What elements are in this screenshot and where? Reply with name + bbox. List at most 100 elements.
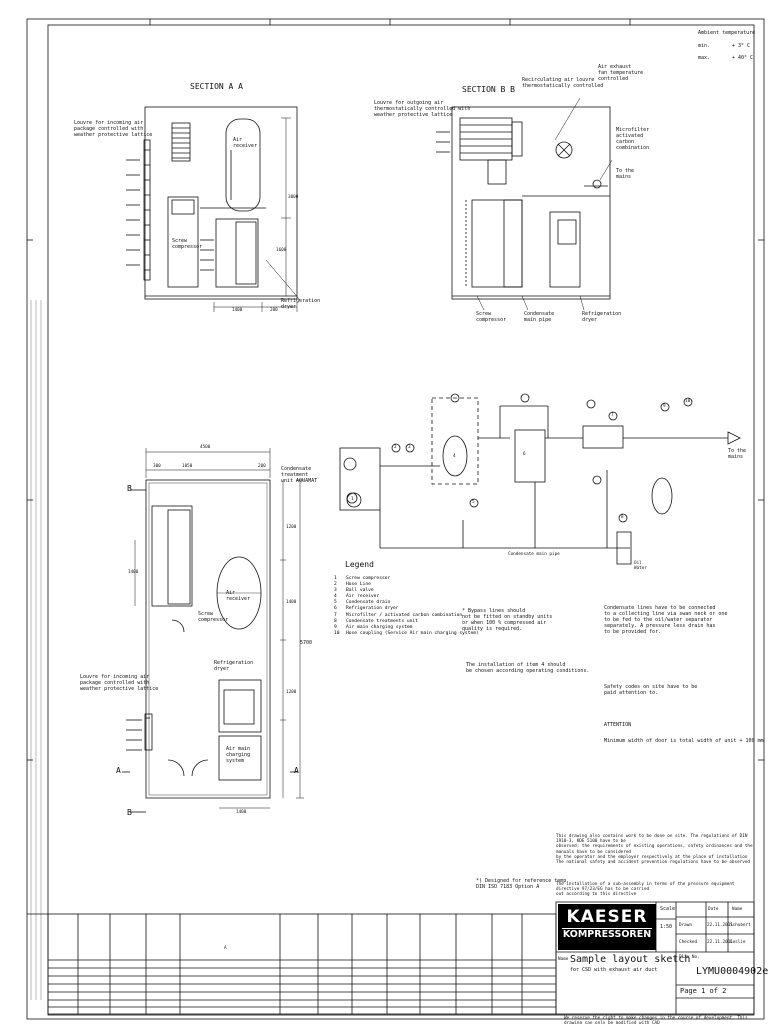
section-bb-microfilter-label: Microfilter activated carbon combination xyxy=(616,127,650,151)
legend-item: 10 Hose coupling (Service Air main chargi… xyxy=(334,630,479,637)
schematic-drawing xyxy=(339,393,741,565)
section-aa-louvre-label: Louvre for incoming air package controll… xyxy=(74,120,153,138)
drawn-date: 22.11.2011 xyxy=(707,923,733,928)
plan-receiver-label: Air receiver xyxy=(226,590,251,602)
section-bb-title: SECTION B B xyxy=(462,85,515,94)
note-attention: Minimum width of door is total width of … xyxy=(604,738,764,744)
section-aa-title: SECTION A A xyxy=(190,82,243,91)
drawing-subtitle: for CSD with exhaust air duct xyxy=(570,967,658,973)
title-block-lines xyxy=(47,901,755,1015)
legend-item-number: 2 xyxy=(334,582,337,588)
note-installation: The installation of item 4 should be cho… xyxy=(466,662,590,674)
plan-section-a-right: A xyxy=(294,766,299,775)
legend-item-number: 10 xyxy=(334,630,340,636)
ambient-max-label: max. xyxy=(698,55,711,61)
note-attention-title: ATTENTION xyxy=(604,722,632,728)
section-bb-recirc-label: Recirculating air louvre thermostaticall… xyxy=(522,77,604,89)
note-safety: Safety codes on site have to be paid att… xyxy=(604,684,698,696)
plan-dim-200: 200 xyxy=(258,464,266,469)
note-condensate-lines: Condensate lines have to be connected to… xyxy=(604,605,728,635)
logo-kaeser: KAESER xyxy=(566,907,648,927)
revision-mark: A xyxy=(224,946,227,951)
plan-dim-left-1400: 1400 xyxy=(128,570,139,575)
section-aa-drawing xyxy=(126,106,301,312)
plan-view-drawing xyxy=(122,448,304,813)
checked-name: Leslie xyxy=(730,940,746,945)
date-label: Date xyxy=(708,907,719,912)
inner-frame xyxy=(47,24,755,1016)
legend-item-number: 3 xyxy=(334,588,337,594)
section-bb-exhaust-label: Air exhaust fan temperature controlled xyxy=(598,64,644,82)
legend-item-number: 8 xyxy=(334,618,337,624)
legend-item: 9 Air main charging system xyxy=(334,625,464,631)
section-bb-screw-label: Screw compressor xyxy=(476,311,507,323)
plan-number: LYMU0004902e xyxy=(696,966,768,977)
plan-dim-5700: 5700 xyxy=(300,640,313,646)
legend-item-label: Hose coupling (Service Air main charging… xyxy=(346,630,479,636)
note-bypass: * Bypass lines should not be fitted on s… xyxy=(462,608,553,632)
legend-item: 3 Ball valve xyxy=(334,588,464,594)
plan-dim-1400: 1400 xyxy=(286,600,297,605)
legend-item: 8 Condensate treatments unit xyxy=(334,619,464,625)
plan-section-b-top: B xyxy=(127,484,132,493)
ambient-max-value: + 40° C xyxy=(732,55,754,61)
logo-kompressoren: KOMPRESSOREN xyxy=(562,928,652,940)
legend-item-label: Ball valve xyxy=(346,588,374,594)
schematic-num-10: 10 xyxy=(685,399,691,404)
section-aa-dim-1600: 1600 xyxy=(276,248,287,253)
section-bb-mains-label: To the mains xyxy=(616,168,635,180)
ambient-min-label: min. xyxy=(698,43,711,49)
legend-item-number: 7 xyxy=(334,612,337,618)
plan-dim-1050: 1050 xyxy=(182,464,193,469)
legend-item-number: 1 xyxy=(334,576,337,581)
legend-item-label: Air receiver xyxy=(346,594,380,600)
section-bb-drawing xyxy=(436,97,613,311)
schematic-num-7: 7 xyxy=(611,413,614,418)
schematic-condensate-pipe: Condensate main pipe xyxy=(508,552,560,557)
plan-dim-bottom-1400: 1400 xyxy=(236,810,247,815)
name-prefix: Name xyxy=(558,957,569,962)
section-bb-dryer-label: Refrigeration dryer xyxy=(582,311,622,323)
plan-dim-1200-a: 1200 xyxy=(286,525,297,530)
drawing-title: Sample layout sketch xyxy=(570,954,691,965)
plan-compressor-label: Screw compressor xyxy=(198,611,229,623)
plan-section-a-left: A xyxy=(116,766,121,775)
schematic-num-2: 2 xyxy=(394,445,397,450)
plan-dim-4500: 4500 xyxy=(200,445,211,450)
plan-dim-300: 300 xyxy=(153,464,161,469)
section-bb-louvre-label: Louvre for outgoing air thermostatically… xyxy=(374,100,471,118)
outer-border xyxy=(26,18,765,1020)
schematic-mains-label: To the mains xyxy=(728,448,747,460)
legend-item-number: 5 xyxy=(334,600,337,606)
legend-item-label: Refrigeration dryer xyxy=(346,606,399,612)
legend-item-number: 4 xyxy=(334,594,337,600)
schematic-oil-water: Oil Water xyxy=(634,561,647,572)
plan-dryer-label: Refrigeration dryer xyxy=(214,660,254,672)
note-reference: *) Designed for reference temp. DIN ISO … xyxy=(476,878,570,890)
schematic-num-6: 6 xyxy=(523,452,526,457)
ambient-title: Ambient temperature xyxy=(698,30,756,36)
legend-item-label: Air main charging system xyxy=(346,624,413,630)
legend-item-number: 9 xyxy=(334,624,337,630)
plan-louvre-label: Louvre for incoming air package controll… xyxy=(80,674,159,692)
schematic-num-8: 8 xyxy=(621,515,624,520)
section-aa-dim-200: 200 xyxy=(270,308,278,313)
note-regulations: This drawing also contains work to be do… xyxy=(556,834,753,866)
checked-date: 22.11.2011 xyxy=(707,940,733,945)
schematic-num-3: 3 xyxy=(408,445,411,450)
section-aa-dim-3000: 3000 xyxy=(288,195,299,200)
legend-item-label: Hose Line xyxy=(346,582,371,588)
plan-dim-1200-b: 1200 xyxy=(286,690,297,695)
plan-air-main-label: Air main charging system xyxy=(226,746,251,764)
legend-item-label: Condensate treatments unit xyxy=(346,618,418,624)
scale-label: Scale xyxy=(660,906,676,912)
page-number: Page 1 of 2 xyxy=(680,987,727,995)
plan-section-b-bottom: B xyxy=(127,808,132,817)
